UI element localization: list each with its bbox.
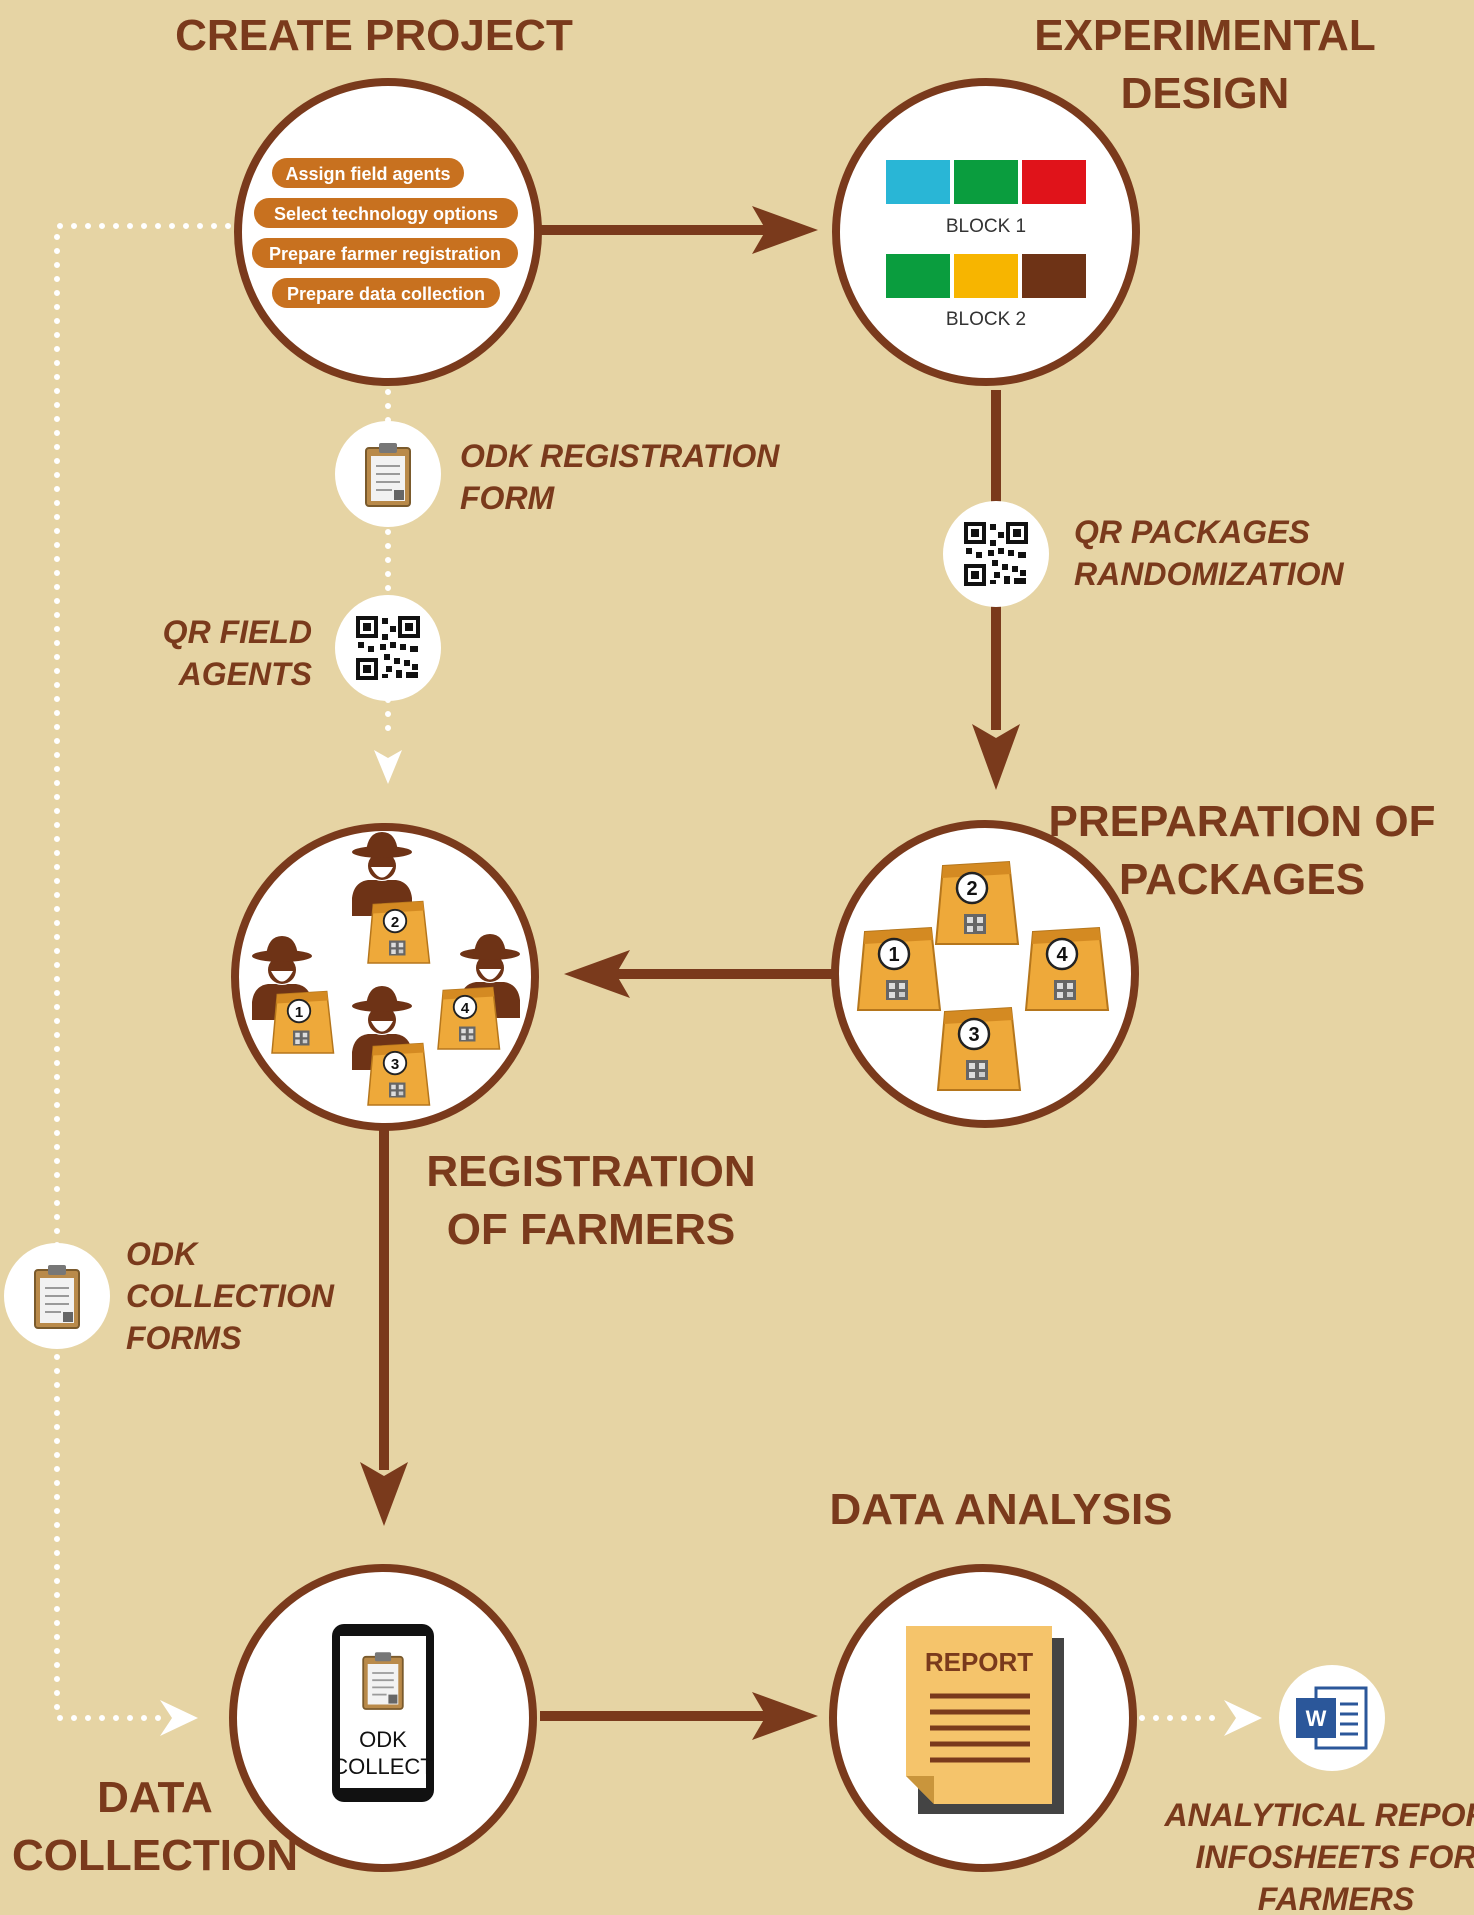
- qr-field-agents-icon: [335, 595, 441, 701]
- registration-title-line1: REGISTRATION: [426, 1147, 755, 1196]
- data-collection-title-line2: COLLECTION: [12, 1831, 298, 1880]
- qr-packages-icon: [943, 501, 1049, 607]
- preparation-title-line1: PREPARATION OF: [1048, 797, 1435, 846]
- svg-text:1: 1: [888, 944, 899, 966]
- odk-collection-forms-label-line2: COLLECTION: [126, 1278, 335, 1314]
- experimental-design-stage: BLOCK 1 BLOCK 2: [832, 78, 1140, 386]
- odk-registration-form-label-line1: ODK REGISTRATION: [460, 438, 780, 474]
- qr-field-agents-label-line2: AGENTS: [178, 656, 313, 692]
- arrow-packages-to-registration: [564, 950, 834, 998]
- block-1-label: BLOCK 1: [946, 216, 1026, 237]
- analytical-report-label-line1: ANALYTICAL REPORT: [1163, 1797, 1474, 1833]
- word-letter: W: [1306, 1706, 1327, 1731]
- data-analysis-stage: REPORT: [829, 1564, 1137, 1872]
- package-bag-icon: 3: [367, 1042, 431, 1106]
- experimental-design-title-line2: DESIGN: [1121, 69, 1290, 118]
- registration-stage: 2 1 4 3: [231, 823, 539, 1131]
- package-bag-icon: 4: [437, 986, 501, 1050]
- svg-text:3: 3: [968, 1024, 979, 1046]
- odk-collection-forms-icon: [4, 1243, 110, 1349]
- experimental-design-title-line1: EXPERIMENTAL: [1034, 11, 1375, 60]
- package-bag-icon: 3: [936, 1006, 1022, 1092]
- qr-packages-label-line2: RANDOMIZATION: [1074, 556, 1344, 592]
- phone-label-line1: ODK: [359, 1727, 407, 1752]
- preparation-stage: 2 1 4 3: [831, 820, 1139, 1128]
- qr-packages-label-line1: QR PACKAGES: [1074, 514, 1311, 550]
- data-collection-title-line1: DATA: [97, 1773, 213, 1822]
- block-1: BLOCK 1: [886, 160, 1086, 237]
- package-bag-icon: 4: [1024, 926, 1110, 1012]
- odk-collection-forms-label-line1: ODK: [126, 1236, 200, 1272]
- pill-select-technology: Select technology options: [274, 204, 498, 224]
- package-bag-icon: 1: [271, 990, 335, 1054]
- qr-field-agents-label-line1: QR FIELD: [163, 614, 312, 650]
- package-bag-icon: 1: [856, 926, 942, 1012]
- odk-collection-forms-label-line3: FORMS: [126, 1320, 242, 1356]
- preparation-title-line2: PACKAGES: [1119, 855, 1365, 904]
- phone-icon: ODK COLLECT: [332, 1624, 434, 1802]
- data-analysis-title: DATA ANALYSIS: [829, 1485, 1172, 1534]
- report-output-connector: [1139, 1700, 1262, 1736]
- clipboard-icon: [362, 1651, 404, 1710]
- report-icon: REPORT: [906, 1626, 1064, 1814]
- svg-text:2: 2: [966, 878, 977, 900]
- odk-collection-connector: [54, 223, 231, 1736]
- package-bag-icon: 2: [934, 860, 1020, 946]
- svg-text:3: 3: [391, 1056, 399, 1073]
- svg-text:4: 4: [1056, 944, 1068, 966]
- arrow-registration-to-collection: [360, 1128, 408, 1526]
- block-2-label: BLOCK 2: [946, 309, 1026, 330]
- analytical-report-label-line3: FARMERS: [1258, 1881, 1415, 1915]
- registration-title-line2: OF FARMERS: [447, 1205, 735, 1254]
- create-project-items: Assign field agents Select technology op…: [252, 158, 518, 308]
- arrow-collection-to-analysis: [540, 1692, 818, 1740]
- phone-label-line2: COLLECT: [332, 1754, 433, 1779]
- odk-registration-form-icon: [335, 421, 441, 527]
- arrow-create-to-design: [536, 206, 818, 254]
- word-document-icon: W: [1279, 1665, 1385, 1771]
- svg-text:4: 4: [461, 1000, 470, 1017]
- block-2: BLOCK 2: [886, 254, 1086, 330]
- create-project-title: CREATE PROJECT: [175, 11, 573, 60]
- create-project-stage: Assign field agents Select technology op…: [234, 78, 542, 386]
- data-collection-stage: ODK COLLECT: [229, 1564, 537, 1872]
- analytical-report-label-line2: INFOSHEETS FOR: [1196, 1839, 1474, 1875]
- svg-text:1: 1: [295, 1004, 303, 1021]
- pill-prepare-data-collection: Prepare data collection: [287, 284, 485, 304]
- report-label: REPORT: [925, 1647, 1033, 1677]
- svg-text:2: 2: [391, 914, 399, 931]
- pill-assign-field-agents: Assign field agents: [285, 164, 450, 184]
- pill-prepare-registration: Prepare farmer registration: [269, 244, 501, 264]
- odk-registration-form-label-line2: FORM: [460, 480, 556, 516]
- package-bag-icon: 2: [367, 900, 431, 964]
